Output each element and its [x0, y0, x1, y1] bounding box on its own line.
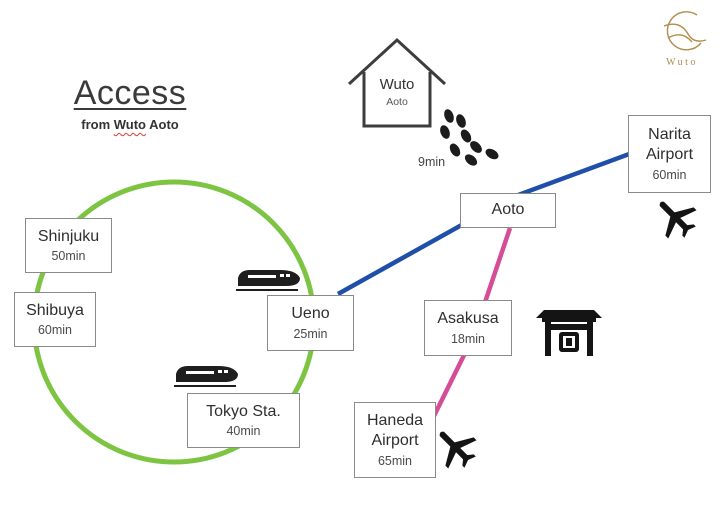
home-sub: Aoto [386, 96, 408, 108]
station-tokyo-name: Tokyo Sta. [206, 402, 281, 420]
station-aoto: Aoto [460, 193, 556, 228]
home-name: Wuto [379, 76, 415, 93]
station-shibuya-name: Shibuya [26, 301, 84, 319]
airplane-icon [439, 431, 477, 469]
walk-time: 9min [418, 155, 446, 169]
station-asakusa: Asakusa 18min [424, 300, 512, 356]
subtitle-suffix: Aoto [146, 117, 179, 132]
page-subtitle: from Wuto Aoto [60, 117, 200, 132]
station-haneda: Haneda Airport 65min [354, 402, 436, 478]
station-shinjuku-time: 50min [51, 249, 86, 263]
shrine-gate-icon [536, 310, 602, 356]
station-haneda-time: 65min [377, 453, 413, 468]
footprints-icon [440, 109, 499, 166]
station-ueno-name: Ueno [291, 305, 330, 323]
airplane-icon [659, 201, 697, 239]
station-narita-name-2: Airport [645, 146, 694, 164]
station-haneda-name-1: Haneda [366, 411, 424, 429]
station-tokyo-time: 40min [226, 424, 261, 438]
brand-logo: Wuto [650, 6, 714, 68]
station-shinjuku-name: Shinjuku [37, 227, 100, 245]
home-label: Wuto Aoto [366, 76, 428, 108]
train-icon [236, 270, 300, 291]
house-icon [347, 37, 447, 128]
subtitle-prefix: from [81, 117, 114, 132]
station-ueno-time: 25min [293, 326, 328, 341]
station-aoto-name: Aoto [491, 201, 525, 219]
station-narita-name-1: Narita [648, 125, 691, 143]
station-narita-time: 60min [652, 167, 687, 182]
subtitle-wuto: Wuto [113, 117, 146, 132]
brand-logo-word: Wuto [666, 57, 698, 68]
station-ueno: Ueno 25min [267, 295, 354, 351]
station-shibuya: Shibuya 60min [14, 292, 96, 347]
crescent-logo-icon [663, 11, 707, 51]
station-asakusa-name: Asakusa [437, 310, 499, 328]
page-title-block: Access from Wuto Aoto [60, 74, 200, 132]
train-icon [174, 366, 238, 387]
station-tokyo: Tokyo Sta. 40min [187, 393, 300, 448]
station-haneda-name-2: Airport [371, 432, 419, 450]
station-asakusa-time: 18min [450, 331, 486, 346]
station-narita: Narita Airport 60min [628, 115, 711, 193]
station-shinjuku: Shinjuku 50min [25, 218, 112, 273]
page-title: Access [73, 74, 187, 112]
station-shibuya-time: 60min [37, 323, 73, 337]
